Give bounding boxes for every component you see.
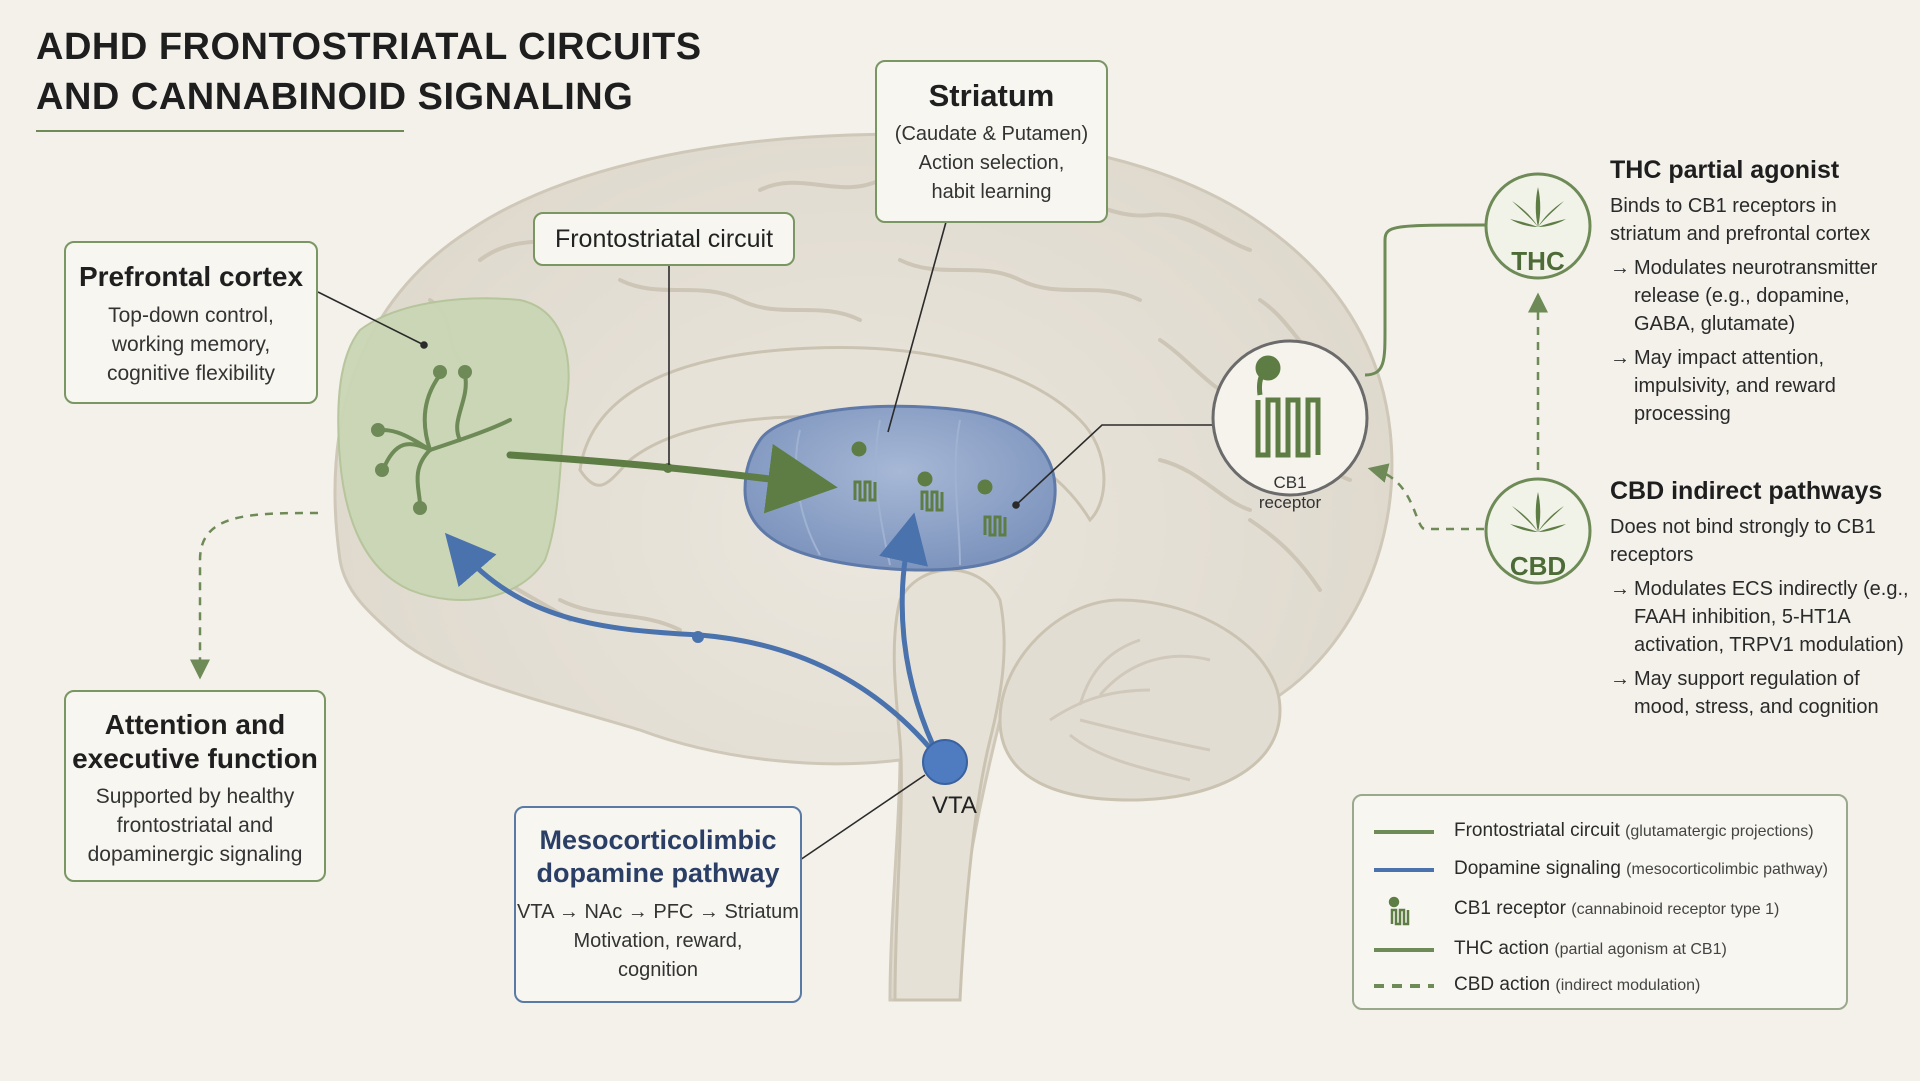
legend-label: CB1 receptor xyxy=(1454,898,1566,919)
legend-swatch-green-solid xyxy=(1374,830,1434,834)
cbd-to-cb1-dashed xyxy=(1367,463,1484,531)
cb1-receptor-icon xyxy=(917,471,944,512)
legend-swatch-blue-solid xyxy=(1374,868,1434,872)
cannabis-leaf-icon xyxy=(1510,187,1566,227)
attention-heading-line: executive function xyxy=(72,743,318,774)
legend-row: Frontostriatal circuit (glutamatergic pr… xyxy=(1354,816,1846,846)
legend-note: (indirect modulation) xyxy=(1555,977,1701,994)
cbd-badge-label: CBD xyxy=(1509,551,1567,581)
striatum-line: habit learning xyxy=(931,181,1052,203)
vta-label: VTA xyxy=(932,792,977,819)
prefrontal-region xyxy=(337,297,570,601)
cb1-receptor-label: CB1 receptor xyxy=(1258,473,1322,512)
thc-panel: THC partial agonist Binds to CB1 recepto… xyxy=(1610,156,1910,428)
legend: Frontostriatal circuit (glutamatergic pr… xyxy=(1352,794,1848,1010)
attention-line: dopaminergic signaling xyxy=(87,843,303,866)
legend-label: Dopamine signaling xyxy=(1454,858,1621,879)
mesocorticolimbic-heading-line: dopamine pathway xyxy=(536,858,780,888)
brain-gyri xyxy=(428,173,1352,632)
thc-connector xyxy=(1364,223,1486,377)
cbd-item: Modulates ECS indirectly (e.g., FAAH inh… xyxy=(1610,575,1910,659)
cbd-intro-line: receptors xyxy=(1610,544,1694,566)
legend-label: THC action xyxy=(1454,938,1550,959)
cbd-heading: CBD indirect pathways xyxy=(1610,477,1883,505)
thc-heading: THC partial agonist xyxy=(1610,156,1840,184)
page-title-line-2: AND CANNABINOID SIGNALING xyxy=(36,76,634,118)
frontostriatal-label-box: Frontostriatal circuit xyxy=(533,212,795,266)
legend-swatch-green-dashed xyxy=(1374,984,1434,988)
striatum-region xyxy=(743,404,1057,572)
leader-lines xyxy=(317,221,1212,861)
thc-item: Modulates neurotransmitter release (e.g.… xyxy=(1610,254,1910,338)
prefrontal-line: cognitive flexibility xyxy=(106,362,276,385)
cbd-panel: CBD indirect pathways Does not bind stro… xyxy=(1610,477,1910,721)
cb1-receptor-icon xyxy=(977,479,1007,537)
brainstem xyxy=(892,568,1006,1002)
legend-row: CBD action (indirect modulation) xyxy=(1354,970,1846,1000)
dopamine-arrow-striatum xyxy=(879,512,943,763)
vta-node xyxy=(922,739,968,785)
legend-label: CBD action xyxy=(1454,974,1551,995)
attention-heading-line: Attention and xyxy=(104,709,286,740)
attention-line: frontostriatal and xyxy=(116,814,274,837)
legend-label: Frontostriatal circuit xyxy=(1454,820,1620,841)
page-title-line-1: ADHD FRONTOSTRIATAL CIRCUITS xyxy=(36,26,702,68)
corpus-callosum xyxy=(578,346,1106,523)
frontostriatal-arrow xyxy=(506,443,838,514)
legend-note: (mesocorticolimbic pathway) xyxy=(1626,861,1829,878)
legend-note: (partial agonism at CB1) xyxy=(1554,941,1727,958)
cannabis-leaf-icon xyxy=(1510,492,1566,532)
frontostriatal-label: Frontostriatal circuit xyxy=(554,225,774,253)
title-underline xyxy=(36,130,404,132)
legend-row: Dopamine signaling (mesocorticolimbic pa… xyxy=(1354,854,1846,884)
legend-note: (cannabinoid receptor type 1) xyxy=(1571,901,1780,918)
cbd-intro-line: Does not bind strongly to CB1 xyxy=(1610,516,1876,538)
cb1-receptor-icon xyxy=(851,441,877,502)
legend-row: CB1 receptor (cannabinoid receptor type … xyxy=(1354,894,1846,926)
striatum-heading: Striatum xyxy=(928,78,1055,113)
legend-swatch-green-solid xyxy=(1374,948,1434,952)
mesocorticolimbic-heading-line: Mesocorticolimbic xyxy=(539,825,777,855)
attention-dashed-path xyxy=(190,511,319,680)
thc-badge-label: THC xyxy=(1511,246,1565,276)
prefrontal-line: working memory, xyxy=(111,333,271,356)
striatum-box: Striatum (Caudate & Putamen) Action sele… xyxy=(875,60,1108,223)
mesocorticolimbic-line: Motivation, reward, xyxy=(573,930,743,952)
frontostriatal-node xyxy=(663,463,673,473)
legend-note: (glutamatergic projections) xyxy=(1625,823,1814,840)
cerebellum-tree xyxy=(1049,638,1211,782)
thc-intro-line: Binds to CB1 receptors in xyxy=(1610,195,1837,217)
prefrontal-cortex-box: Prefrontal cortex Top-down control, work… xyxy=(64,241,318,404)
prefrontal-heading: Prefrontal cortex xyxy=(78,261,304,292)
cb1-receptor-icon-large xyxy=(1255,355,1321,458)
cb1-receptor-icon xyxy=(1388,896,1410,926)
attention-line: Supported by healthy xyxy=(95,785,295,808)
prefrontal-neuron-nodes xyxy=(371,365,472,515)
legend-row: THC action (partial agonism at CB1) xyxy=(1354,934,1846,964)
mesocorticolimbic-line: cognition xyxy=(617,959,699,981)
attention-box: Attention and executive function Support… xyxy=(64,690,326,882)
mesocorticolimbic-box: Mesocorticolimbic dopamine pathway VTA →… xyxy=(514,806,802,1003)
striatum-line: Action selection, xyxy=(918,152,1065,174)
thc-intro-line: striatum and prefrontal cortex xyxy=(1610,223,1871,245)
page-title: ADHD FRONTOSTRIATAL CIRCUITS AND CANNABI… xyxy=(36,22,702,122)
cbd-item: May support regulation of mood, stress, … xyxy=(1610,665,1910,721)
prefrontal-neuron xyxy=(378,373,512,507)
dopamine-node xyxy=(692,631,704,643)
mesocorticolimbic-line: VTA → NAc → PFC → Striatum xyxy=(517,901,799,923)
striatum-line: (Caudate & Putamen) xyxy=(894,123,1089,145)
thc-item: May impact attention, impulsivity, and r… xyxy=(1610,344,1910,428)
prefrontal-line: Top-down control, xyxy=(108,304,274,327)
